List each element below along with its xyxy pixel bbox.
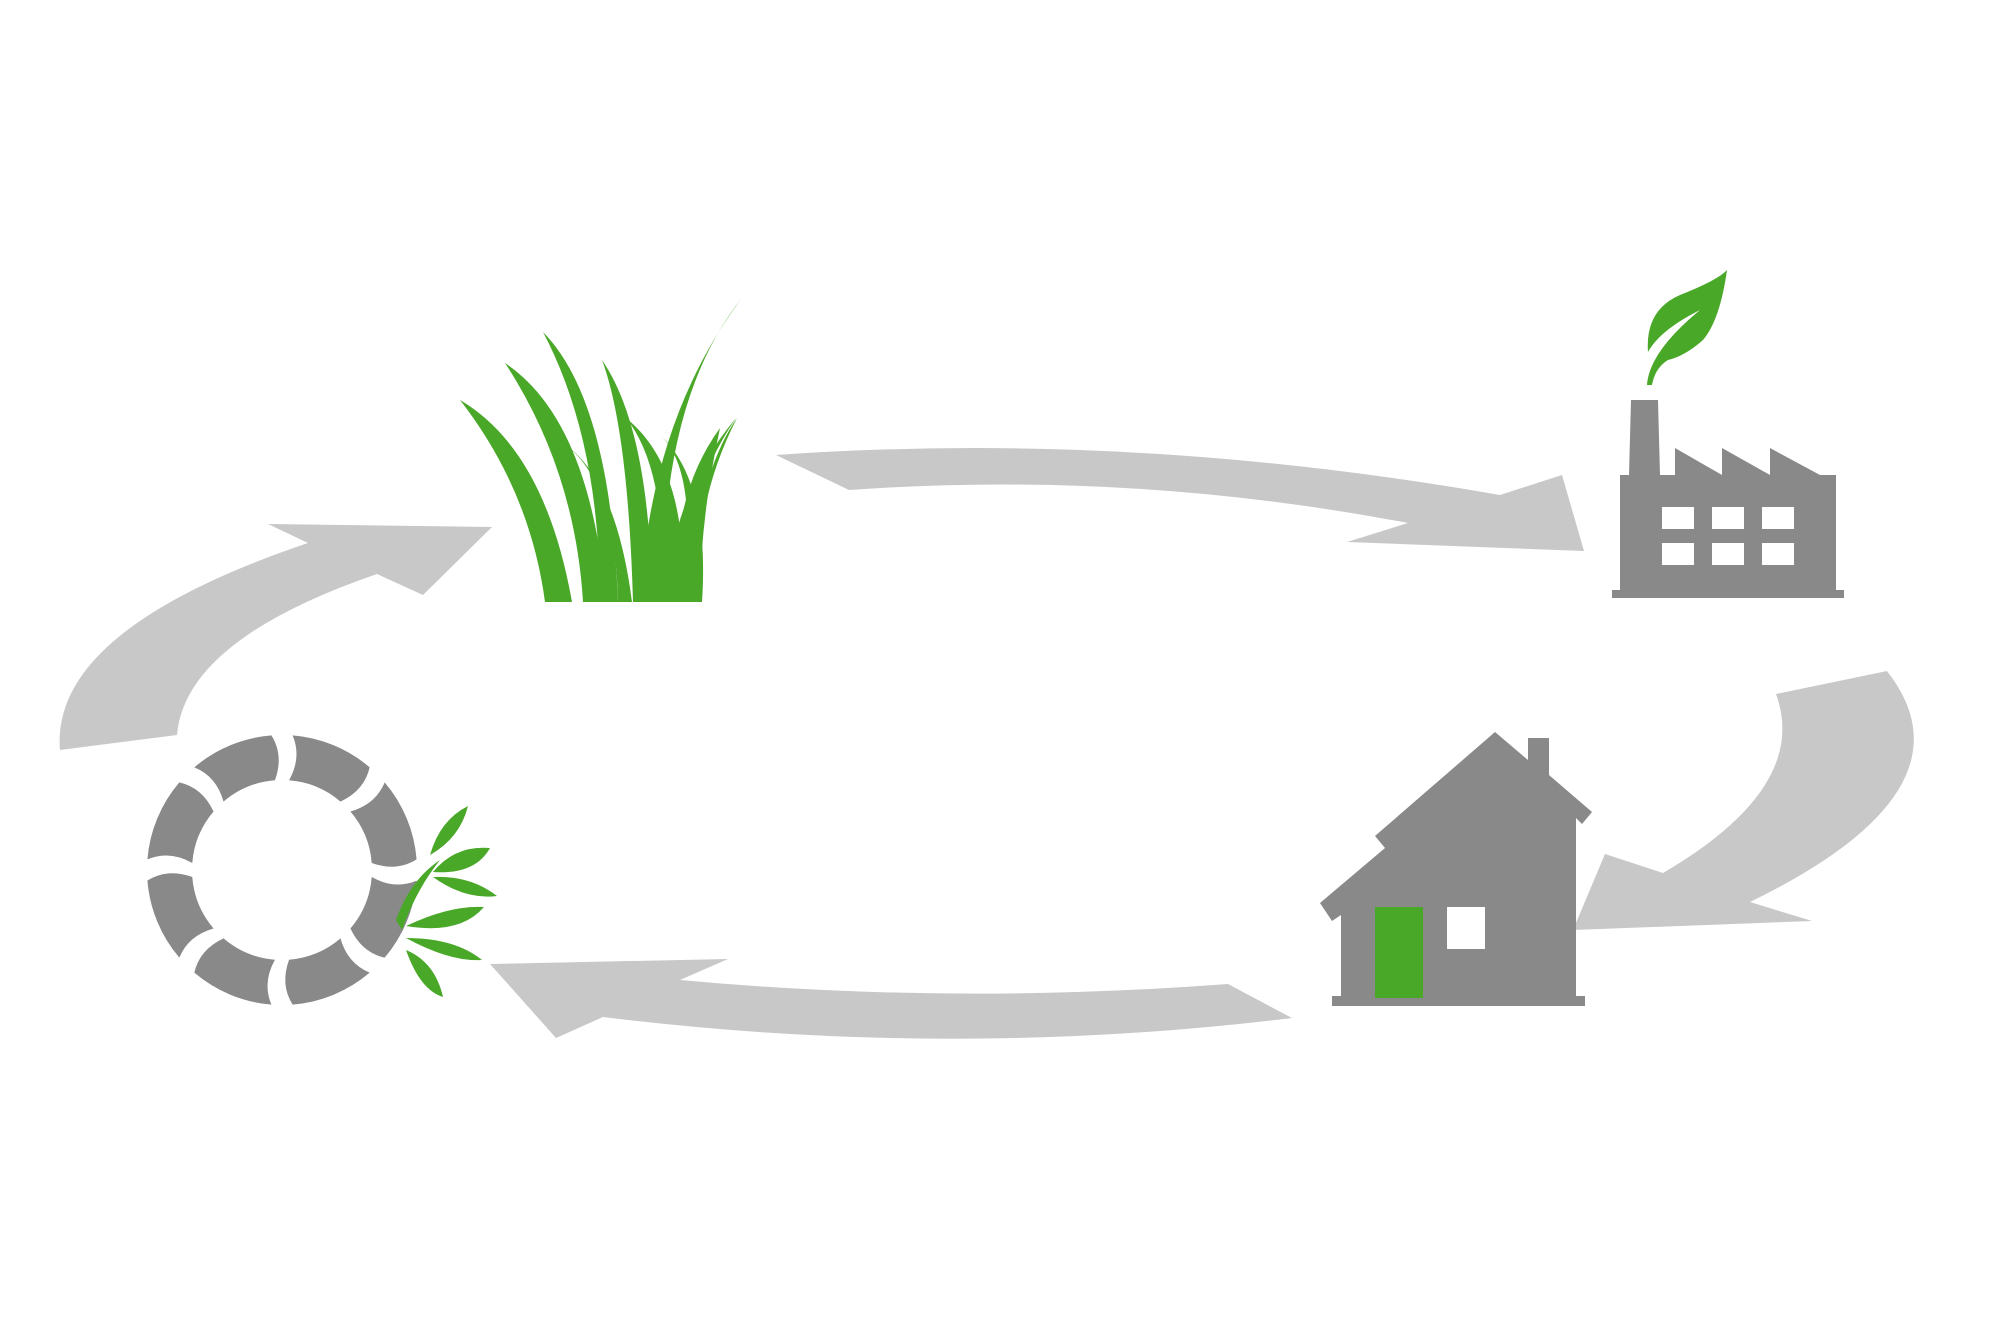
- recycling-ring-segment: [147, 873, 214, 958]
- recycling-ring-segment: [350, 782, 417, 867]
- recycling-ring-segment: [147, 782, 214, 863]
- cycle-arrows: [59, 448, 1914, 1039]
- recycling-leaves-icon: [396, 799, 497, 997]
- recycling-ring-segment: [350, 877, 417, 958]
- grass-icon: [460, 298, 742, 602]
- arrow-factory-to-house: [1573, 671, 1914, 930]
- arrow-recycle-to-grass: [59, 524, 493, 750]
- factory-leaf-icon: [1647, 270, 1727, 385]
- recycling-ring-segment: [194, 735, 279, 802]
- recycling-ring: [147, 735, 417, 1005]
- recycling-loop-with-leaves-icon: [147, 735, 497, 1005]
- recycling-ring-segment: [285, 938, 370, 1005]
- factory-windows: [1662, 507, 1794, 565]
- house-building: [1320, 732, 1592, 1006]
- factory-with-leaf-icon: [1612, 270, 1844, 598]
- arrow-house-to-recycle: [490, 959, 1292, 1039]
- house-door: [1375, 907, 1423, 998]
- recycling-ring-segment: [194, 938, 275, 1005]
- house-window: [1447, 907, 1485, 949]
- house-icon: [1320, 732, 1592, 1006]
- arrow-grass-to-factory: [776, 448, 1584, 551]
- factory-building: [1612, 400, 1844, 598]
- recycling-ring-segment: [289, 735, 370, 802]
